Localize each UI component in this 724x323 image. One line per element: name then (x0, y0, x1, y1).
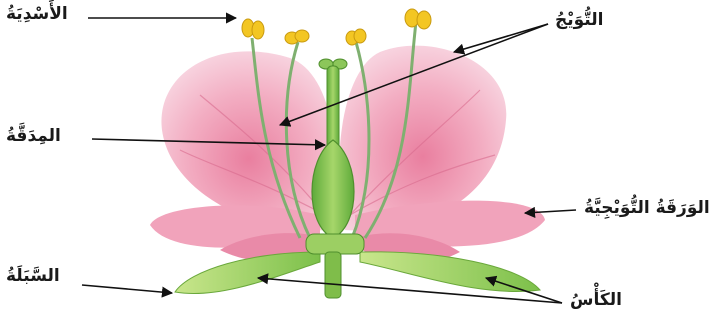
stamens-label: الأَسْدِيَةُ (6, 6, 68, 23)
calyx-label: الكَأْسُ (570, 292, 622, 309)
sepal-label: السَّبَلَةُ (6, 268, 60, 285)
petals-label: التُّوَيْجُ (555, 12, 603, 29)
anthers (242, 9, 431, 45)
pistil-label: المِدَقَّةُ (6, 128, 61, 145)
sepals (175, 252, 540, 294)
petal-leaf-label: الوَرَقَةُ التُّوَيْجِيَّةُ (584, 200, 710, 217)
